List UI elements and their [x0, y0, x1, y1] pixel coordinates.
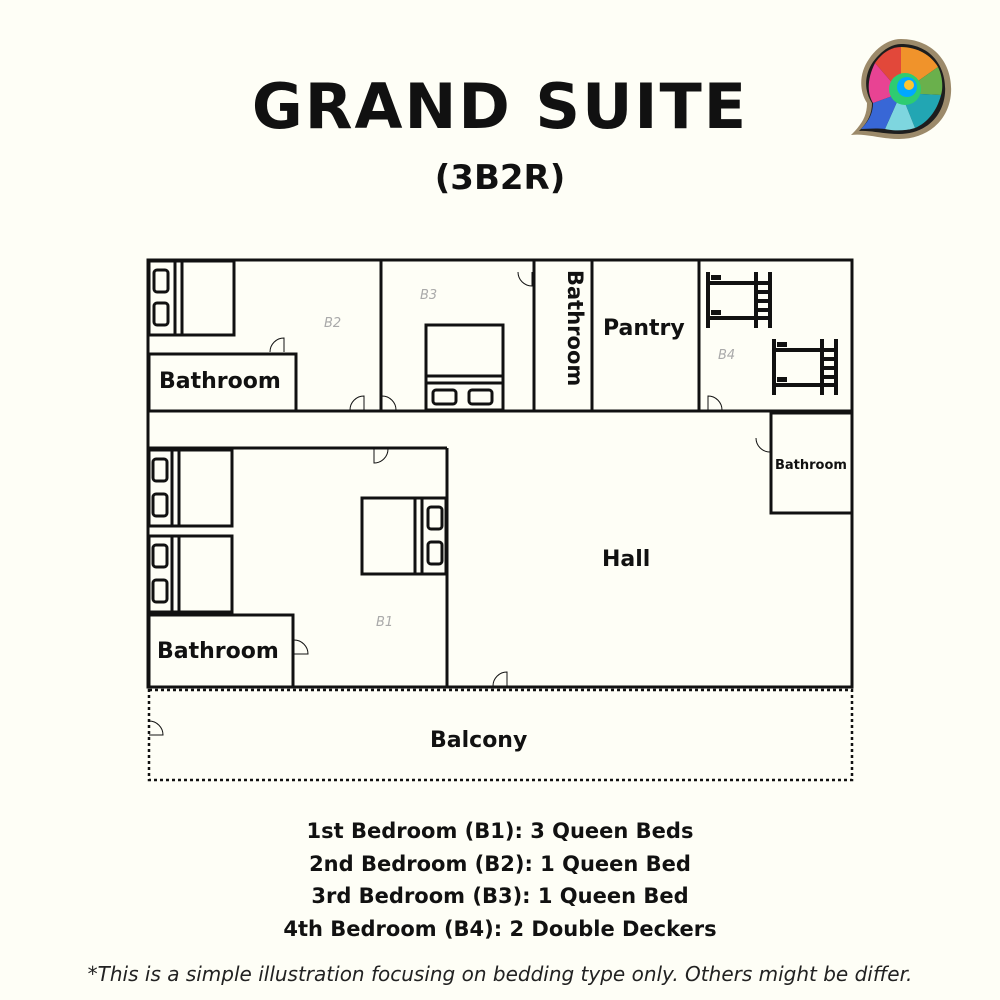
footnote: *This is a simple illustration focusing …	[87, 962, 913, 986]
room-tag-b2: B2	[324, 316, 342, 331]
b2-bathroom-wall	[147, 352, 298, 413]
room-label-hall: Hall	[602, 547, 651, 572]
room-tag-b3: B3	[420, 288, 438, 303]
room-label-bathroom-vertical: Bathroom	[563, 270, 587, 387]
page-title: GRAND SUITE	[251, 70, 749, 143]
b1-bathroom-wall	[147, 613, 295, 689]
legend-item: 4th Bedroom (B4): 2 Double Deckers	[283, 916, 717, 941]
room-label-b1-bathroom: Bathroom	[157, 639, 279, 664]
room-label-b2-bathroom: Bathroom	[159, 369, 281, 394]
hall-bathroom-wall	[769, 411, 854, 515]
room-label-hall-bathroom: Bathroom	[775, 458, 847, 473]
room-label-pantry: Pantry	[603, 316, 685, 341]
page-subtitle: (3B2R)	[434, 158, 566, 198]
room-label-balcony: Balcony	[430, 728, 528, 753]
nautilus-shell-logo-icon	[851, 39, 952, 139]
legend-item: 1st Bedroom (B1): 3 Queen Beds	[306, 819, 694, 843]
legend-item: 3rd Bedroom (B3): 1 Queen Bed	[311, 884, 689, 908]
legend-item: 2nd Bedroom (B2): 1 Queen Bed	[309, 851, 691, 876]
room-tag-b4: B4	[718, 348, 736, 363]
bedding-legend: 1st Bedroom (B1): 3 Queen Beds 2nd Bedro…	[0, 815, 1000, 945]
room-tag-b1: B1	[376, 615, 394, 630]
